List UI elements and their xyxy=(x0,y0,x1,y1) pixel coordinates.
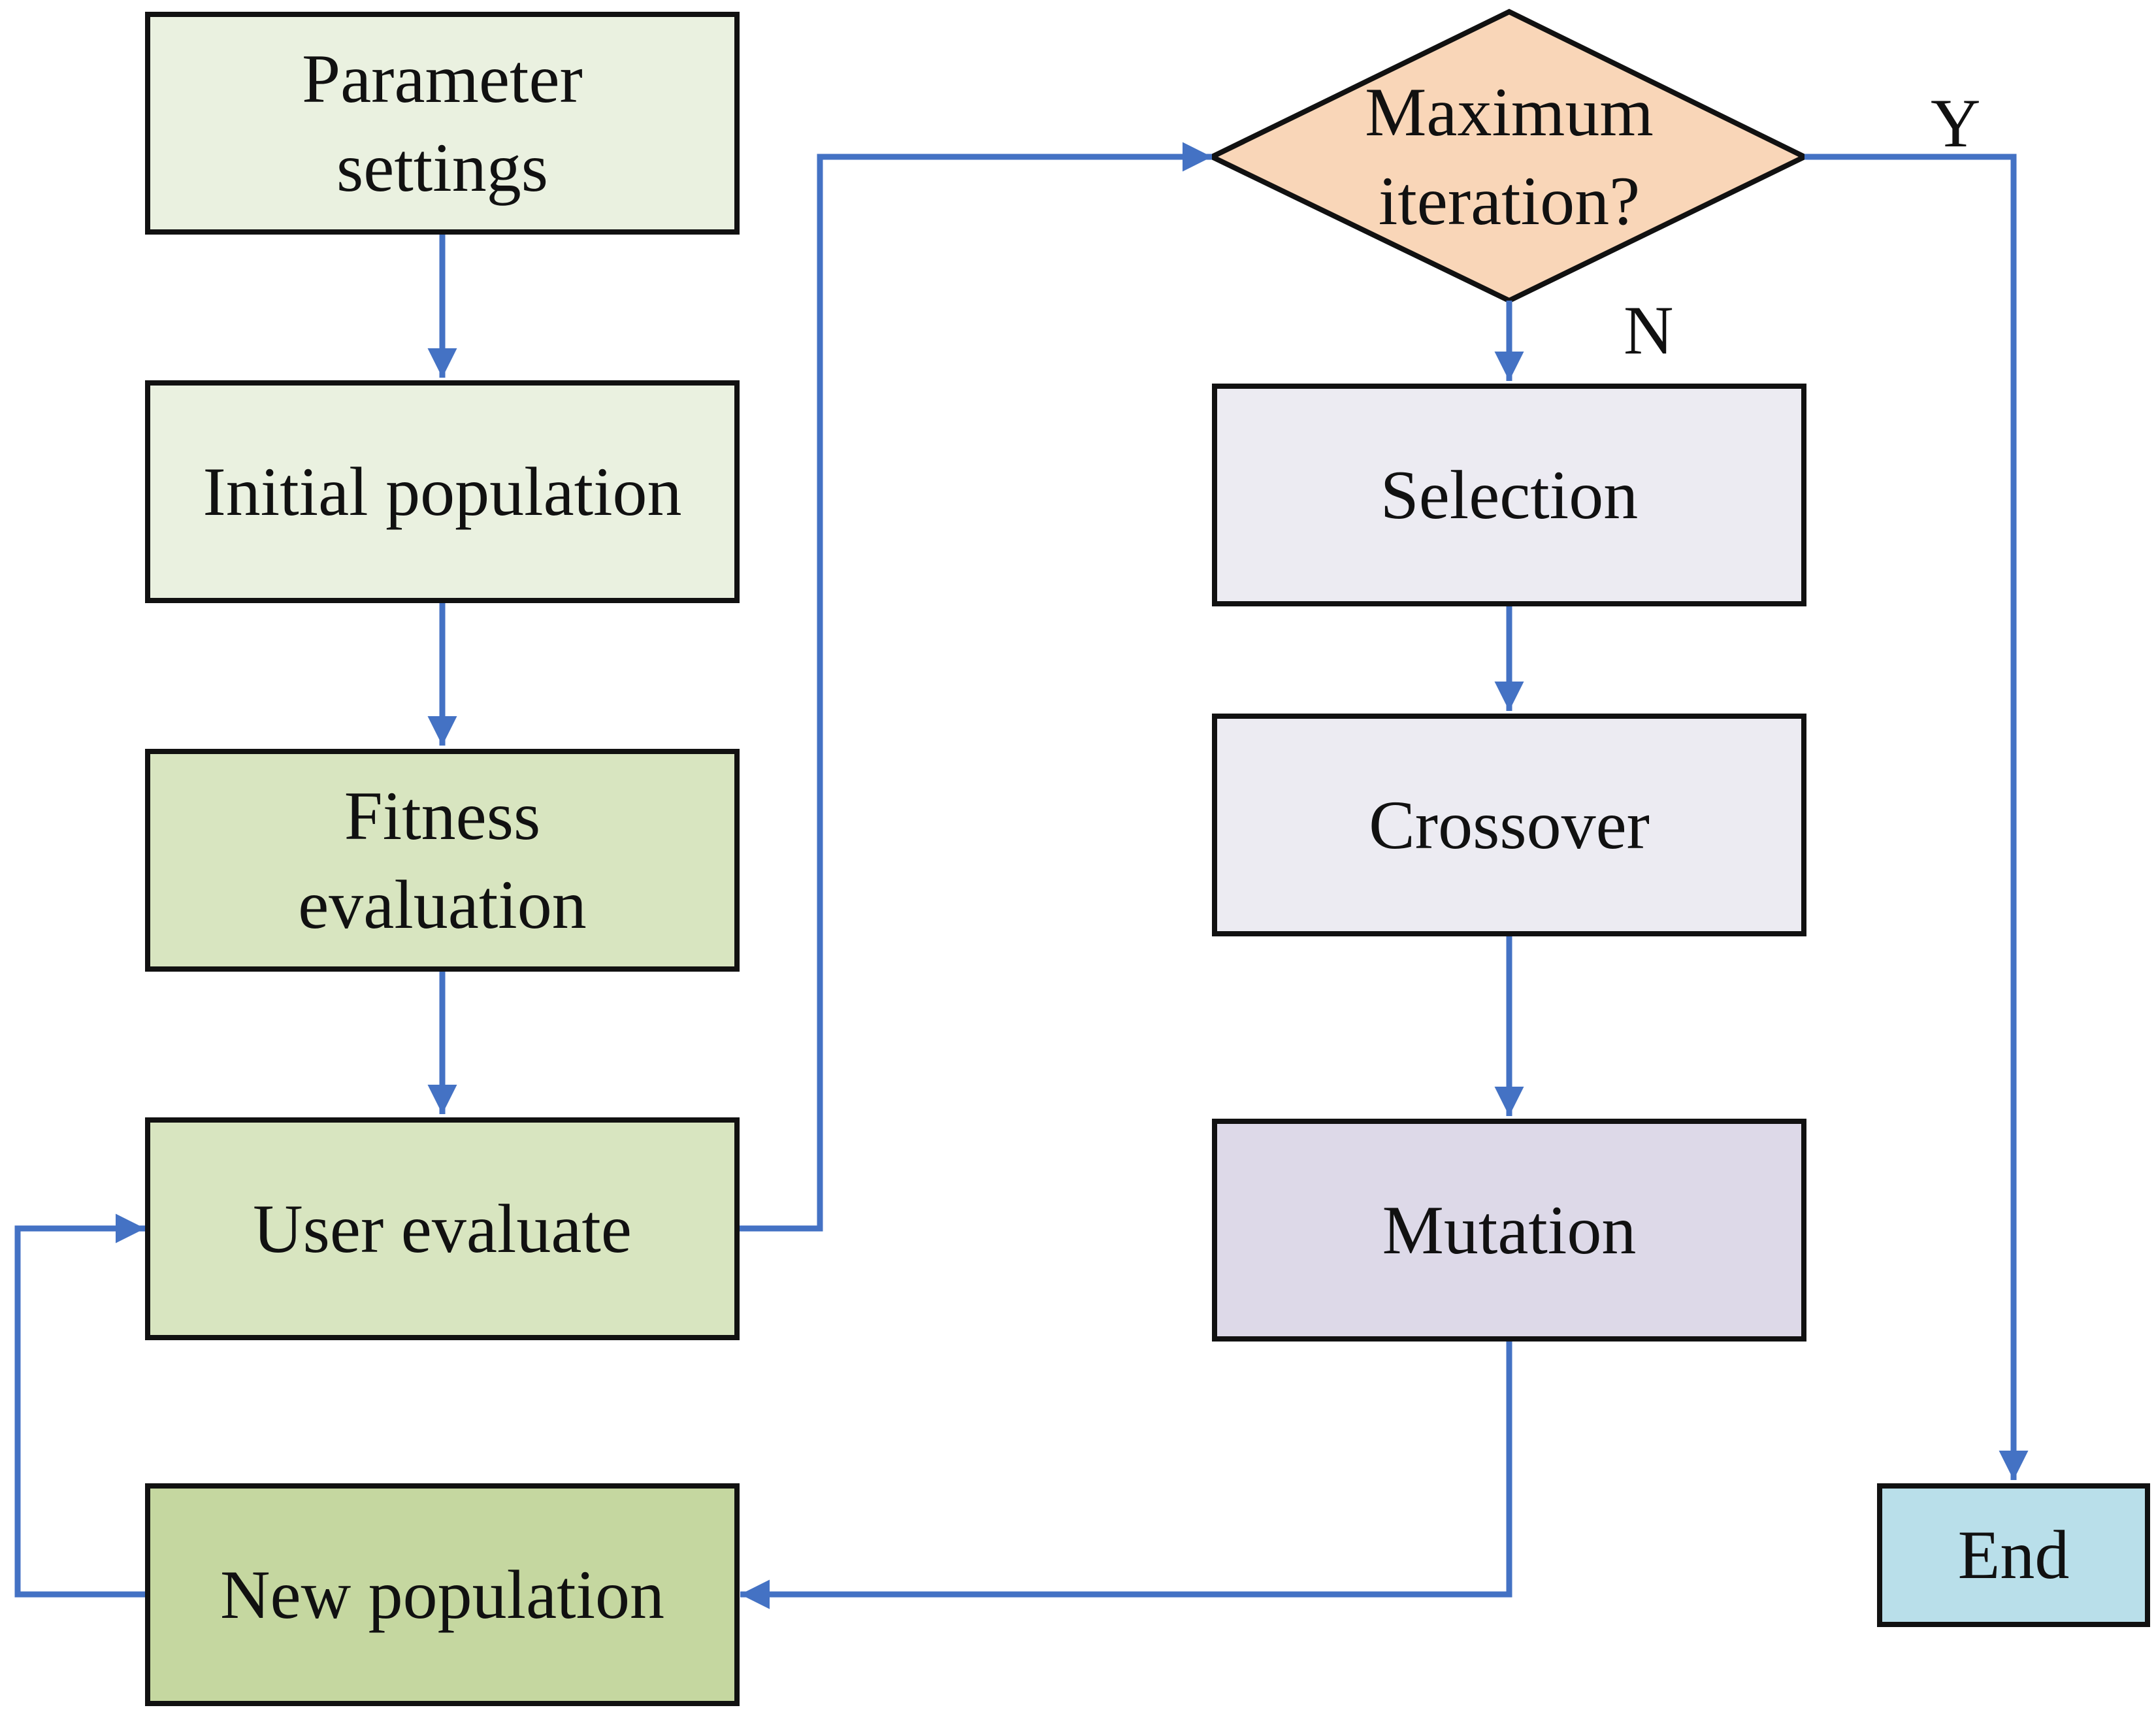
arrow-decision-to-end xyxy=(1805,154,2029,1480)
branch-label-no: N xyxy=(1624,292,1674,369)
parameter-settings-line-2: settings xyxy=(336,129,548,206)
branch-label-yes: Y xyxy=(1931,85,1981,161)
parameter-settings-box: Parameter settings xyxy=(145,12,740,235)
fitness-evaluation-box: Fitness evaluation xyxy=(145,749,740,972)
user-evaluate-box: User evaluate xyxy=(145,1117,740,1340)
mutation-label: Mutation xyxy=(1382,1191,1637,1268)
initial-population-box: Initial population xyxy=(145,380,740,603)
initial-population-label: Initial population xyxy=(203,453,682,530)
fitness-evaluation-line-2: evaluation xyxy=(298,866,587,943)
decision-line-1: Maximum xyxy=(1365,74,1654,151)
decision-line-2: iteration? xyxy=(1378,163,1641,239)
crossover-box: Crossover xyxy=(1212,714,1806,936)
new-population-box: New population xyxy=(145,1483,740,1706)
crossover-label: Crossover xyxy=(1369,786,1650,863)
fitness-evaluation-line-1: Fitness xyxy=(344,777,541,854)
new-population-label: New population xyxy=(220,1556,665,1633)
selection-label: Selection xyxy=(1380,456,1639,533)
user-evaluate-label: User evaluate xyxy=(253,1190,632,1267)
arrow-user-to-decision xyxy=(740,142,1212,1232)
decision-label: Maximum iteration? xyxy=(1281,69,1738,245)
arrow-mutation-to-new xyxy=(740,1340,1512,1609)
end-label: End xyxy=(1957,1517,2070,1594)
selection-box: Selection xyxy=(1212,384,1806,606)
end-box: End xyxy=(1877,1483,2150,1627)
parameter-settings-line-1: Parameter xyxy=(302,40,583,117)
mutation-box: Mutation xyxy=(1212,1119,1806,1342)
arrow-new-to-user xyxy=(14,1213,145,1598)
